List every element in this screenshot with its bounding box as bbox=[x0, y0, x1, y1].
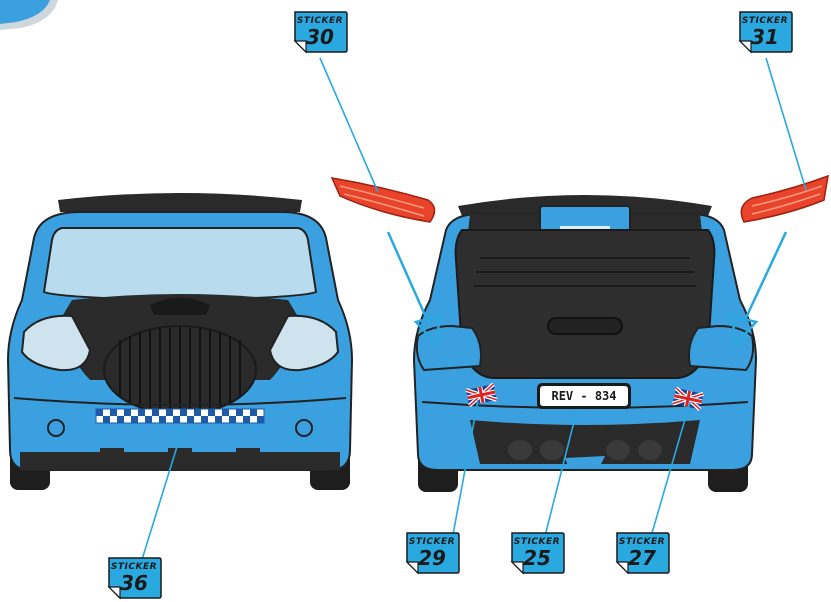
corner-badge-fragment bbox=[0, 0, 58, 30]
sticker-number: 31 bbox=[737, 25, 793, 49]
front-car bbox=[8, 193, 352, 490]
sticker-badge-25: STICKER 25 bbox=[509, 531, 565, 575]
license-plate-text: REV - 834 bbox=[540, 386, 628, 406]
checker-strip bbox=[96, 409, 264, 423]
sticker-badge-30: STICKER 30 bbox=[292, 10, 348, 54]
sticker-number: 30 bbox=[292, 25, 348, 49]
sticker-badge-31: STICKER 31 bbox=[737, 10, 793, 54]
license-plate: REV - 834 bbox=[537, 383, 631, 409]
sticker-number: 25 bbox=[509, 546, 565, 570]
sticker-number: 29 bbox=[404, 546, 460, 570]
sticker-number: 36 bbox=[106, 571, 162, 595]
rear-car bbox=[414, 195, 756, 492]
taillight-sticker-right bbox=[741, 176, 828, 222]
sticker-badge-27: STICKER 27 bbox=[614, 531, 670, 575]
sticker-badge-36: STICKER 36 bbox=[106, 556, 162, 600]
taillight-sticker-left bbox=[332, 178, 435, 222]
sticker-number: 27 bbox=[614, 546, 670, 570]
sticker-badge-29: STICKER 29 bbox=[404, 531, 460, 575]
